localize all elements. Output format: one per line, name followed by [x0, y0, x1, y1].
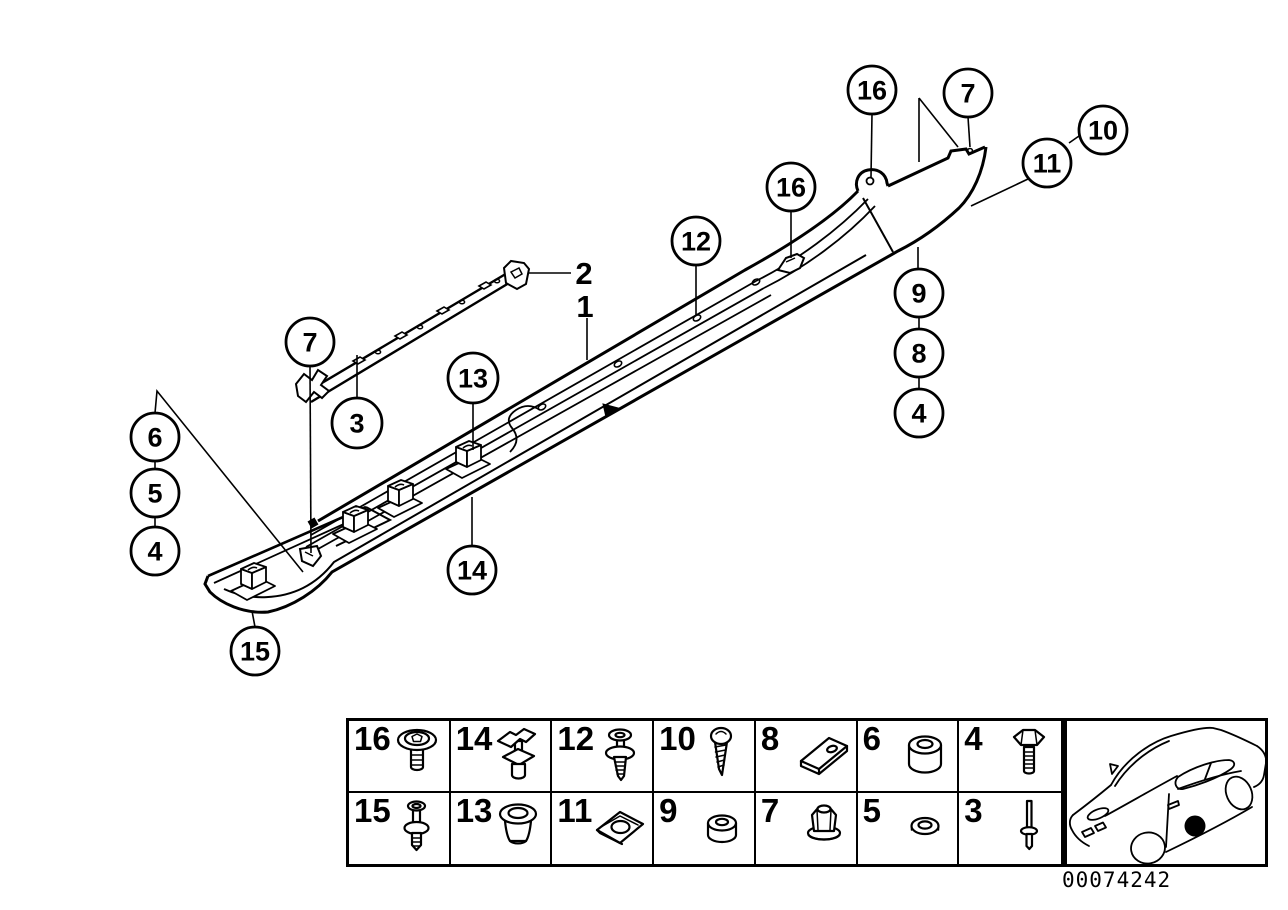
svg-text:8: 8: [911, 339, 926, 369]
callout-7-b[interactable]: 7: [284, 316, 336, 368]
mounting-strip: [294, 259, 531, 404]
legend-cell-12[interactable]: 12: [552, 720, 655, 793]
legend-number: 9: [659, 791, 678, 829]
legend-number: 14: [455, 720, 493, 757]
legend-cell-5[interactable]: 5: [858, 791, 960, 864]
legend-number: 16: [354, 720, 391, 757]
callout-12[interactable]: 12: [670, 215, 722, 267]
callout-14[interactable]: 14: [446, 544, 498, 596]
retainer-plate-icon: [796, 725, 852, 787]
legend-number: 15: [354, 791, 391, 829]
rocker-location-marker: [1184, 815, 1206, 837]
grommet-icon: [490, 797, 546, 859]
callout-3[interactable]: 3: [330, 396, 384, 450]
legend-cell-7[interactable]: 7: [756, 791, 858, 864]
legend-number: 11: [557, 791, 593, 829]
washer-icon: [897, 797, 953, 859]
callout-5[interactable]: 5: [129, 467, 181, 519]
legend-cell-14[interactable]: 14: [450, 720, 553, 793]
svg-text:16: 16: [857, 76, 887, 106]
callout-16-a[interactable]: 16: [846, 64, 898, 116]
callout-16-b[interactable]: 16: [765, 161, 817, 213]
svg-text:4: 4: [911, 399, 926, 429]
svg-text:9: 9: [911, 279, 926, 309]
svg-text:7: 7: [960, 79, 975, 109]
pin-rivet-icon: [1001, 797, 1057, 859]
part-labels: 2 1: [575, 256, 593, 324]
svg-text:3: 3: [349, 409, 364, 439]
legend-number: 7: [760, 791, 780, 829]
spacer-bush-icon: [897, 725, 953, 787]
callout-15[interactable]: 15: [229, 625, 281, 677]
callout-10[interactable]: 10: [1077, 104, 1129, 156]
legend-cell-9[interactable]: 9: [654, 791, 756, 864]
callout-8[interactable]: 8: [893, 327, 945, 379]
part-label-2: 2: [575, 256, 592, 291]
callout-9[interactable]: 9: [893, 267, 945, 319]
svg-text:15: 15: [240, 637, 270, 667]
svg-text:16: 16: [776, 173, 806, 203]
legend-number: 12: [557, 720, 595, 757]
leader-lines: [154, 97, 1080, 628]
washer-head-screw-icon: [389, 725, 445, 787]
legend-number: 4: [964, 720, 983, 757]
svg-text:5: 5: [147, 479, 162, 509]
callout-4-a[interactable]: 4: [893, 387, 945, 439]
legend-number: 3: [964, 791, 983, 829]
legend-cell-8[interactable]: 8: [755, 720, 858, 793]
legend-cell-4[interactable]: 4: [959, 721, 1061, 793]
callouts: 16 7 10 11 16 12: [129, 64, 1129, 677]
legend-number: 10: [659, 720, 696, 757]
legend-cell-15[interactable]: 15: [349, 791, 451, 864]
part-label-1: 1: [576, 289, 593, 324]
hex-bolt-icon: [1001, 725, 1057, 787]
tapping-screw-icon: [694, 725, 750, 787]
expanding-clip-icon: [490, 725, 546, 787]
fastener-legend-table: 16 14: [346, 718, 1064, 867]
legend-cell-13[interactable]: 13: [451, 791, 553, 864]
sill-trim-outline: [203, 145, 988, 614]
legend-cell-6[interactable]: 6: [857, 720, 960, 793]
callout-4-b[interactable]: 4: [129, 525, 181, 577]
clip-nut-icon: [592, 797, 648, 859]
svg-text:13: 13: [458, 364, 488, 394]
spacer-ring-icon: [694, 797, 750, 859]
legend-cell-3[interactable]: 3: [959, 793, 1061, 865]
svg-text:7: 7: [302, 328, 317, 358]
push-rivet-icon: [592, 725, 648, 787]
flange-nut-icon: [796, 797, 852, 859]
legend-cell-10[interactable]: 10: [654, 721, 756, 793]
callout-11[interactable]: 11: [1021, 137, 1073, 189]
legend-cell-16[interactable]: 16: [349, 721, 451, 793]
car-silhouette: [1068, 726, 1268, 865]
svg-text:10: 10: [1088, 116, 1118, 146]
callout-13[interactable]: 13: [446, 351, 500, 405]
callout-7-a[interactable]: 7: [942, 67, 994, 119]
legend-number: 13: [455, 791, 493, 829]
legend-number: 5: [862, 791, 881, 829]
car-location-inset: [1064, 718, 1268, 867]
document-number: 00074242: [1062, 868, 1172, 892]
legend-cell-11[interactable]: 11: [552, 791, 655, 864]
callout-6[interactable]: 6: [129, 411, 181, 463]
legend-number: 6: [862, 720, 881, 757]
legend-number: 8: [760, 720, 780, 757]
svg-text:12: 12: [681, 227, 711, 257]
blind-rivet-icon: [389, 797, 445, 859]
svg-text:6: 6: [147, 423, 162, 453]
svg-text:11: 11: [1033, 149, 1062, 179]
svg-text:14: 14: [457, 556, 487, 586]
svg-text:4: 4: [147, 537, 162, 567]
